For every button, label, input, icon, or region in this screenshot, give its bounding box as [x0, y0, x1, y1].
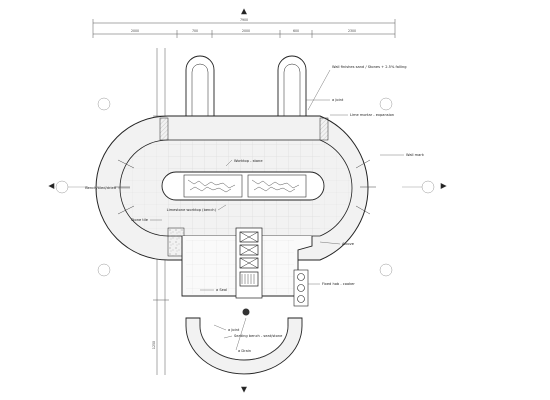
callout-seating-bench: Seating bench - seat/stone [234, 334, 283, 338]
callout-wall-finish: Wall finishes sand / Stones + 2.5% falli… [332, 65, 407, 69]
hatched-block-left [159, 117, 169, 141]
callout-limestone-bench: Limestone worktop (bench) [167, 208, 217, 212]
dimension-lines-top [92, 19, 396, 38]
segment-dimension-1: 2000 [131, 29, 139, 33]
drain-icon [242, 308, 250, 316]
segment-dimension-3: 2000 [242, 29, 250, 33]
callout-joint-2: a Joint [228, 328, 240, 332]
oven-stack [235, 227, 263, 299]
callout-wall-mark: Wall mark [406, 153, 425, 157]
central-bench [161, 171, 325, 201]
callout-joint-1: a Joint [332, 98, 344, 102]
segment-dimension-2: 700 [192, 29, 198, 33]
flue-pair [185, 55, 307, 118]
overall-dimension: 7900 [240, 18, 248, 22]
segment-dimension-5: 2300 [348, 29, 356, 33]
side-dimension-bottom: 1250 [152, 341, 156, 349]
callout-lime-mortar: Lime mortar - expansion [350, 113, 394, 117]
callout-leaders [118, 69, 404, 351]
callout-stone-tile: Stone tile [131, 218, 149, 222]
callout-bench-tiled: Bench/tiled/dried [85, 186, 116, 190]
segment-dimension-4: 600 [293, 29, 299, 33]
callout-drain: a Drain [238, 349, 251, 353]
callout-alcove: Alcove [342, 242, 355, 246]
bottom-alcove [185, 317, 303, 375]
callout-seal: a Seal [216, 288, 227, 292]
hatched-block-right [319, 117, 329, 141]
wall-joints [114, 159, 376, 215]
hob-icon [293, 269, 309, 307]
grid-marker-circles [55, 97, 435, 277]
callout-hob: Fixed hob - cooker [322, 282, 355, 286]
callout-worktop: Worktop - stone [234, 159, 263, 163]
section-marker-icon [48, 8, 447, 393]
